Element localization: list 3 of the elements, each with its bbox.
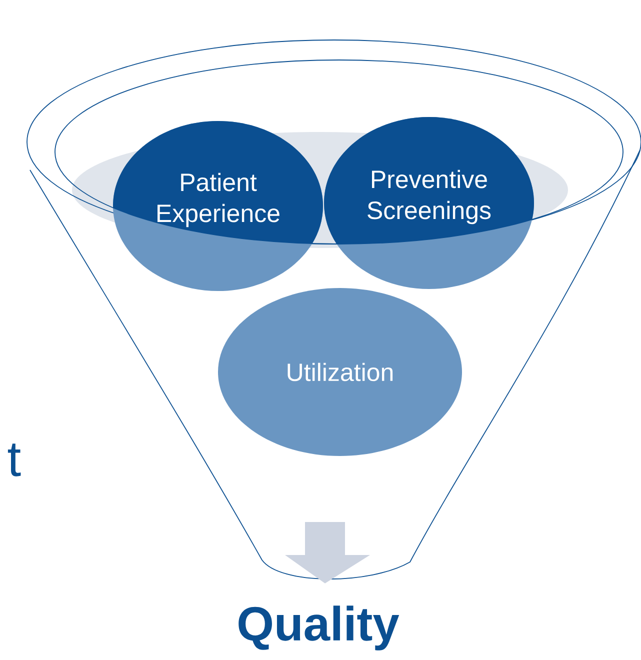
title-text: Quality: [238, 606, 400, 650]
arrow: [285, 522, 370, 584]
text-fragment: t: [8, 444, 21, 476]
